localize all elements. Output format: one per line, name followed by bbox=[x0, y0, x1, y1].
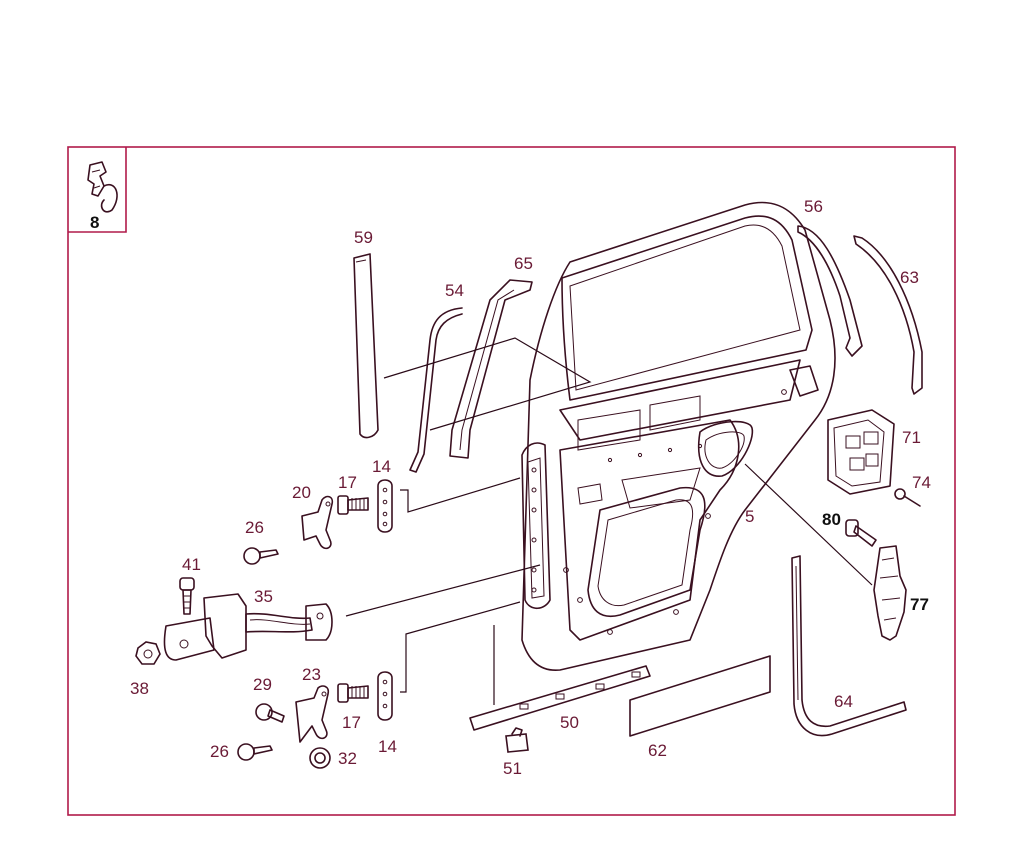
callout-71: 71 bbox=[902, 428, 921, 447]
part-62-sealing-sheet bbox=[629, 655, 771, 737]
callout-59: 59 bbox=[354, 228, 373, 247]
part-17-bolt-upper bbox=[337, 495, 369, 515]
part-59-trim-strip bbox=[353, 253, 379, 439]
part-23-bracket bbox=[295, 685, 330, 743]
part-26-screw-lower bbox=[237, 743, 273, 761]
callout-64: 64 bbox=[834, 692, 853, 711]
callout-65: 65 bbox=[514, 254, 533, 273]
callout-14-upper: 14 bbox=[372, 457, 391, 476]
callout-38: 38 bbox=[130, 679, 149, 698]
part-54-channel bbox=[409, 307, 463, 473]
callout-63: 63 bbox=[900, 268, 919, 287]
part-50-moulding-strip bbox=[469, 665, 651, 731]
part-51-clip bbox=[505, 727, 529, 753]
part-17-bolt-lower bbox=[337, 683, 369, 703]
part-32-nut bbox=[309, 747, 331, 769]
callout-32: 32 bbox=[338, 749, 357, 768]
callout-23: 23 bbox=[302, 665, 321, 684]
callout-5: 5 bbox=[745, 507, 754, 526]
callout-26-lower: 26 bbox=[210, 742, 229, 761]
part-80-bolt bbox=[845, 519, 877, 547]
callout-54: 54 bbox=[445, 281, 464, 300]
part-14-plate-lower bbox=[377, 671, 393, 721]
inset-label: 8 bbox=[90, 213, 99, 232]
callout-74: 74 bbox=[912, 473, 931, 492]
callout-labels: 5 14 14 17 17 20 23 26 26 29 32 35 38 41… bbox=[130, 197, 931, 778]
door-holes bbox=[531, 389, 787, 635]
part-41-bolt bbox=[179, 577, 195, 615]
callout-17-upper: 17 bbox=[338, 473, 357, 492]
part-29-screw bbox=[255, 703, 285, 723]
part-38-nut bbox=[135, 641, 161, 665]
callout-35: 35 bbox=[254, 587, 273, 606]
callout-26-upper: 26 bbox=[245, 518, 264, 537]
part-14-plate-upper bbox=[377, 479, 393, 533]
part-77-striker bbox=[873, 545, 907, 641]
callout-62: 62 bbox=[648, 741, 667, 760]
callout-51: 51 bbox=[503, 759, 522, 778]
diagram-frame bbox=[67, 146, 956, 816]
callout-50: 50 bbox=[560, 713, 579, 732]
callout-41: 41 bbox=[182, 555, 201, 574]
part-20-bracket bbox=[301, 495, 334, 550]
callout-56: 56 bbox=[804, 197, 823, 216]
part-65-window-guide bbox=[449, 279, 533, 459]
part-56-seal-strip bbox=[797, 225, 863, 357]
part-74-screw bbox=[894, 488, 921, 507]
part-64-weatherstrip bbox=[791, 555, 907, 737]
callout-17-lower: 17 bbox=[342, 713, 361, 732]
inset-box-part-8: 8 bbox=[68, 147, 127, 233]
leader-lines bbox=[345, 337, 873, 705]
callout-80: 80 bbox=[822, 510, 841, 529]
part-71-lock bbox=[827, 409, 895, 495]
callout-77: 77 bbox=[910, 595, 929, 614]
part-26-screw-upper bbox=[243, 547, 279, 565]
callout-14-lower: 14 bbox=[378, 737, 397, 756]
part-63-seal bbox=[853, 235, 923, 395]
callout-20: 20 bbox=[292, 483, 311, 502]
callout-29: 29 bbox=[253, 675, 272, 694]
part-8-clip bbox=[87, 161, 118, 213]
door-shell bbox=[521, 201, 836, 671]
part-35-door-check bbox=[163, 593, 333, 661]
